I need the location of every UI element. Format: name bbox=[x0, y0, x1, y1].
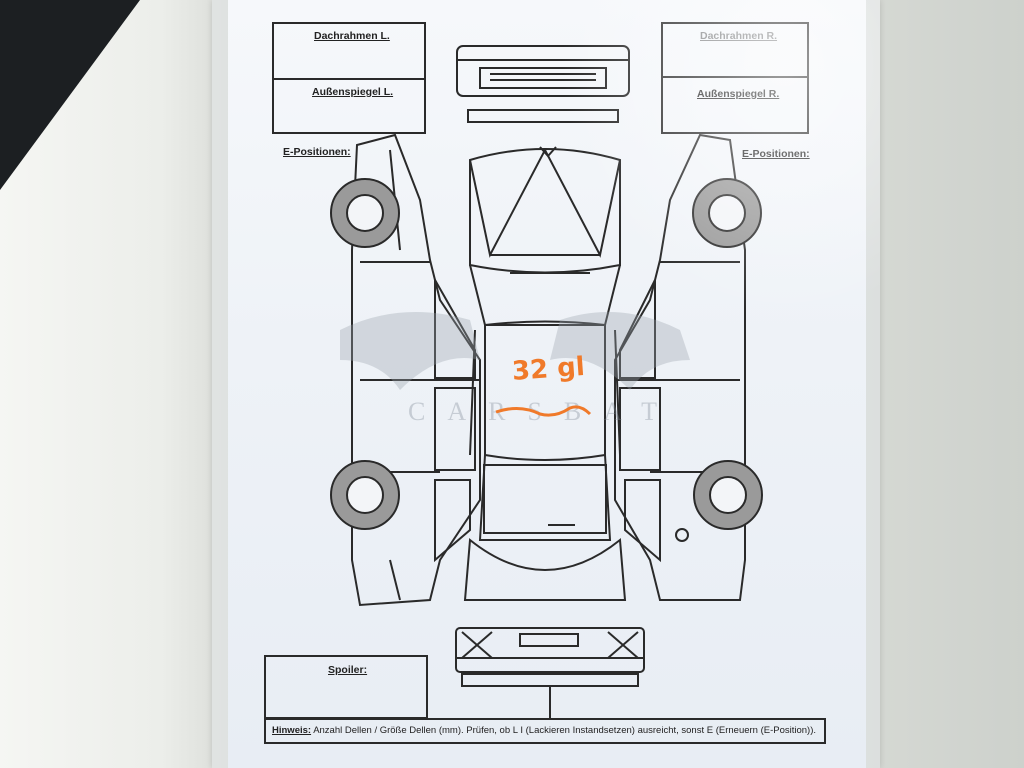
e-positions-left-label: E-Positionen: bbox=[283, 146, 351, 158]
tire-front-left bbox=[330, 178, 400, 248]
handwritten-roof-note: 32 gl bbox=[511, 352, 586, 387]
tire-front-right bbox=[692, 178, 762, 248]
mirror-left-box bbox=[272, 78, 426, 134]
hint-text: Anzahl Dellen / Größe Dellen (mm). Prüfe… bbox=[313, 725, 817, 736]
mirror-left-label: Außenspiegel L. bbox=[312, 86, 394, 98]
roof-frame-left-label: Dachrahmen L. bbox=[314, 30, 390, 42]
tire-rear-right bbox=[693, 460, 763, 530]
handwritten-scribble bbox=[495, 405, 592, 417]
spoiler-label: Spoiler: bbox=[328, 664, 368, 676]
watermark-text: CARSBAT bbox=[408, 397, 679, 426]
tire-rear-left bbox=[330, 460, 400, 530]
rear-bumper-diagram bbox=[455, 627, 645, 718]
background-surface-right bbox=[860, 0, 1024, 768]
hint-box: Hinweis: Anzahl Dellen / Größe Dellen (m… bbox=[264, 718, 826, 744]
watermark: CARSBAT bbox=[340, 312, 690, 426]
hint-title: Hinweis: bbox=[272, 725, 312, 736]
front-bumper-diagram bbox=[456, 45, 630, 123]
